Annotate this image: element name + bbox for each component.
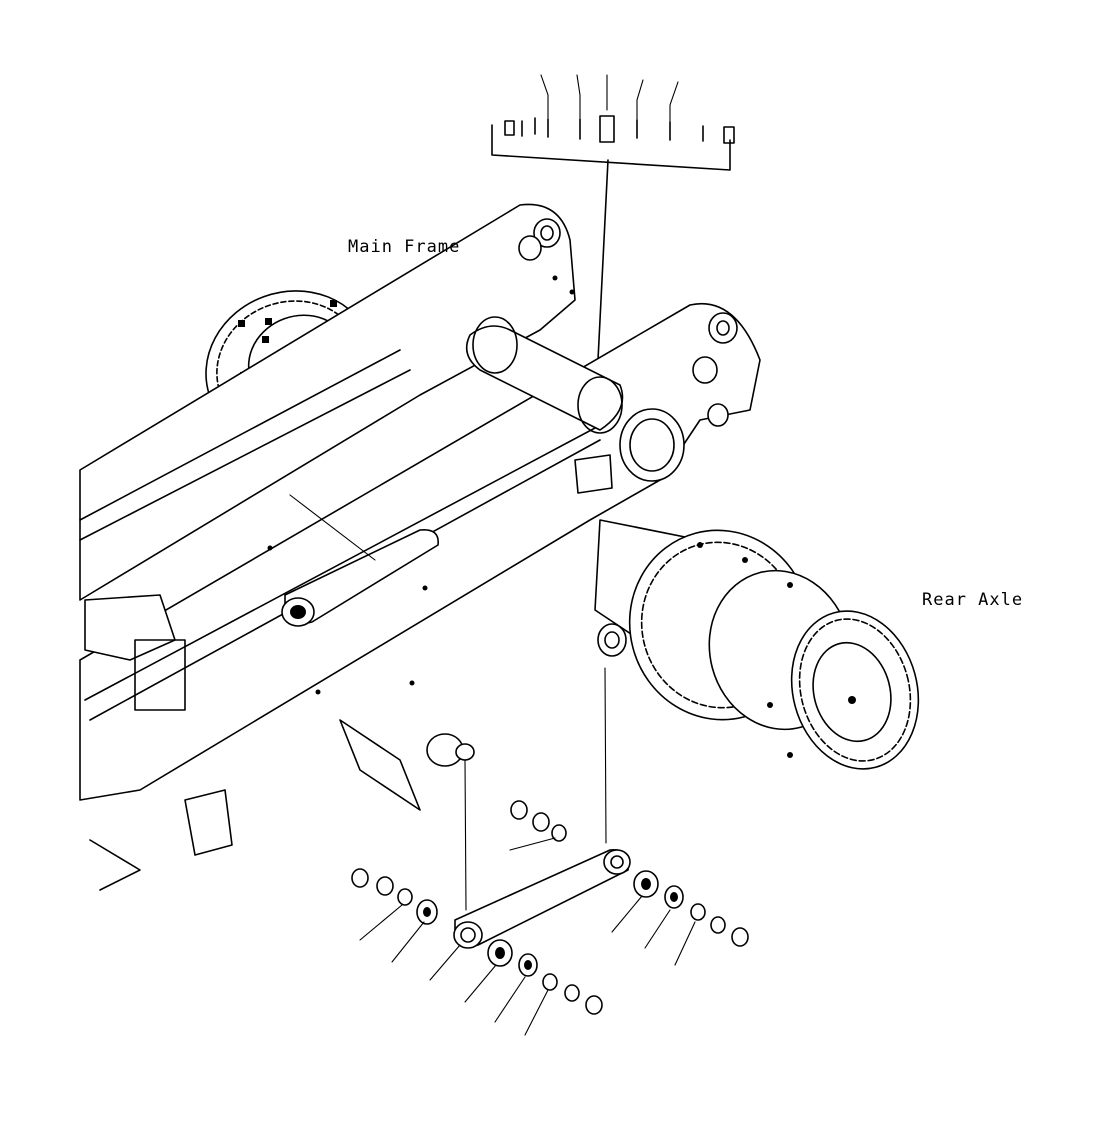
callout-leaders bbox=[540, 74, 679, 123]
rear-axle-assembly bbox=[594, 519, 920, 844]
rear-axle-label: Rear Axle bbox=[922, 590, 1023, 610]
main-frame-label: Main Frame bbox=[348, 237, 460, 257]
frame-pin bbox=[426, 733, 475, 911]
installed-lateral-link bbox=[281, 494, 439, 627]
callout-bracket bbox=[491, 124, 731, 171]
exploded-lateral-link bbox=[453, 849, 631, 949]
bushing-set bbox=[351, 800, 749, 1036]
callout-part-icons bbox=[504, 115, 735, 144]
